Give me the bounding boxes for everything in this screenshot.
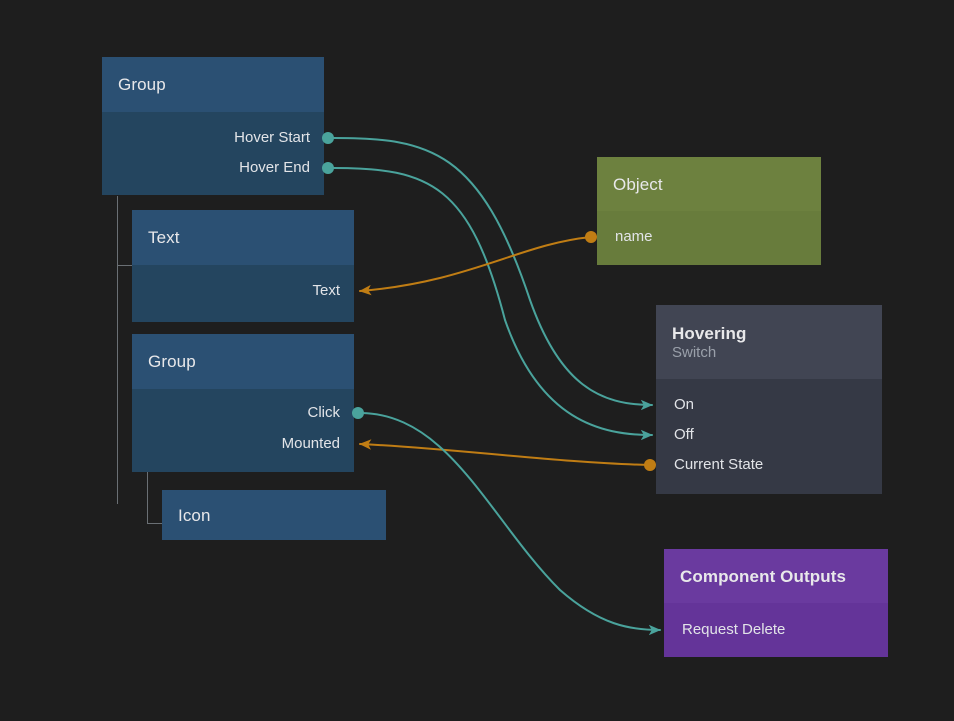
node-body: Request Delete [664, 603, 888, 657]
node-header[interactable]: Icon [162, 490, 386, 540]
node-title: Group [118, 75, 166, 94]
port-row-mounted[interactable]: Mounted [132, 433, 354, 455]
port-row-hover-start[interactable]: Hover Start [102, 127, 324, 149]
node-title: Component Outputs [680, 566, 847, 586]
port-label: Current State [674, 456, 764, 473]
node-body: name [597, 211, 821, 265]
edge-click-to-request-delete[interactable] [361, 412, 661, 636]
port-row-click[interactable]: Click [132, 402, 354, 424]
edge-name-to-text[interactable] [359, 236, 592, 296]
port-dot[interactable] [644, 459, 656, 471]
port-dot[interactable] [585, 231, 597, 243]
edge-current-state-to-mounted[interactable] [359, 439, 651, 466]
port-dot[interactable] [352, 407, 364, 419]
port-row-hover-end[interactable]: Hover End [102, 157, 324, 179]
port-label: Click [307, 404, 341, 421]
tree-line [147, 472, 148, 524]
node-title: Object [613, 174, 663, 194]
node-title: Group [148, 352, 196, 371]
node-body: Text [132, 265, 354, 322]
node-subtitle: Switch [672, 343, 717, 361]
node-title: Text [148, 228, 180, 247]
node-title: Hovering [672, 323, 747, 343]
node-header[interactable]: Object [597, 157, 821, 211]
port-row-on[interactable]: On [656, 394, 882, 416]
tree-line [147, 523, 162, 524]
port-label: Text [312, 282, 340, 299]
tree-line [117, 196, 118, 504]
node-header[interactable]: Group [132, 334, 354, 389]
port-row-text[interactable]: Text [132, 280, 354, 302]
port-label: Mounted [281, 435, 340, 452]
tree-line [117, 265, 132, 266]
port-dot[interactable] [322, 162, 334, 174]
port-row-off[interactable]: Off [656, 424, 882, 446]
port-label: Hover Start [234, 129, 310, 146]
port-label: Hover End [239, 159, 310, 176]
port-row-request-delete[interactable]: Request Delete [664, 619, 888, 641]
node-header[interactable]: Component Outputs [664, 549, 888, 603]
node-header[interactable]: Group [102, 57, 324, 112]
port-dot[interactable] [322, 132, 334, 144]
node-icon-node[interactable]: Icon [162, 490, 386, 540]
port-label: name [615, 228, 653, 245]
port-label: Off [674, 426, 694, 443]
port-label: On [674, 396, 695, 413]
node-title: Icon [178, 505, 211, 525]
port-label: Request Delete [682, 621, 786, 638]
port-row-current-state[interactable]: Current State [656, 454, 882, 476]
node-header[interactable]: Text [132, 210, 354, 265]
port-row-name[interactable]: name [597, 226, 821, 248]
node-object-node[interactable]: Object name [597, 157, 821, 265]
